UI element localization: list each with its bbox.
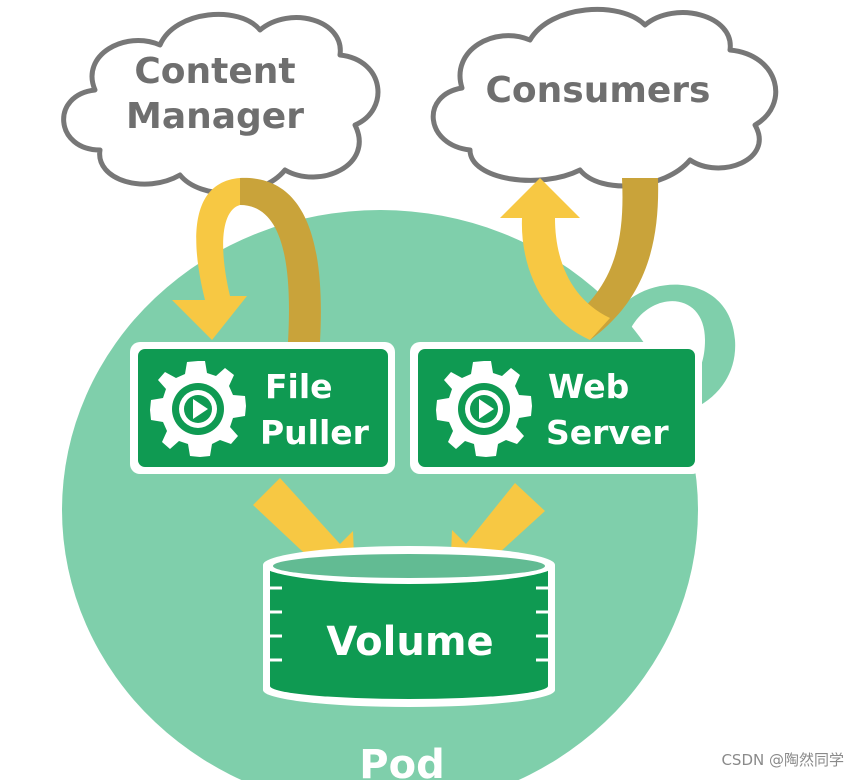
web-server-container: Web Server bbox=[410, 342, 702, 474]
gear-play-icon bbox=[150, 361, 246, 457]
gear-play-icon bbox=[436, 361, 532, 457]
file-puller-container: File Puller bbox=[130, 342, 395, 474]
content-manager-label-line1: Content bbox=[134, 51, 295, 92]
pod-label: Pod bbox=[359, 742, 444, 780]
consumers-cloud: Consumers bbox=[430, 6, 779, 189]
file-puller-label-line1: File bbox=[265, 367, 333, 406]
file-puller-label-line2: Puller bbox=[260, 413, 370, 452]
web-server-serve-arrow bbox=[500, 178, 659, 340]
web-server-label-line2: Server bbox=[546, 413, 669, 452]
content-manager-cloud: Content Manager bbox=[61, 11, 381, 196]
content-manager-label-line2: Manager bbox=[126, 96, 304, 137]
file-puller-sync-arrow bbox=[172, 177, 321, 342]
watermark-text: CSDN @陶然同学 bbox=[721, 751, 844, 769]
volume-label: Volume bbox=[326, 619, 493, 665]
web-server-label-line1: Web bbox=[548, 367, 629, 406]
consumers-label: Consumers bbox=[486, 70, 711, 111]
volume-cylinder: Volume bbox=[263, 546, 555, 707]
